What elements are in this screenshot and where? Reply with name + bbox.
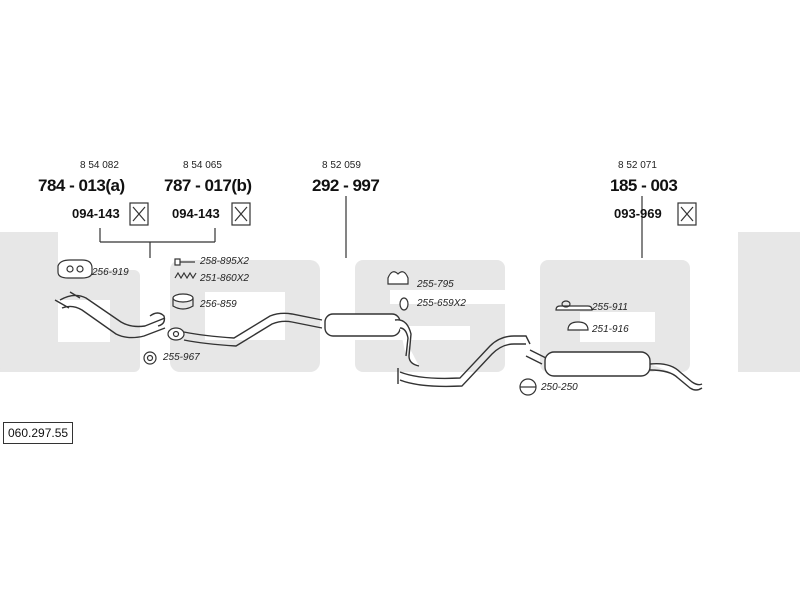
bracket-icon-1 <box>129 202 149 226</box>
part-label[interactable]: 255-967 <box>163 352 200 363</box>
sub-part-number[interactable]: 094-143 <box>72 206 120 221</box>
spring-251-860 <box>174 271 197 280</box>
part-label[interactable]: 258-895X2 <box>200 256 249 267</box>
part-label[interactable]: 251-916 <box>592 324 629 335</box>
gasket-256-919 <box>57 259 93 279</box>
part-label[interactable]: 256-919 <box>92 267 129 278</box>
bracket-icon-2 <box>231 202 251 226</box>
part-label[interactable]: 256-859 <box>200 299 237 310</box>
part-label[interactable]: 255-659X2 <box>417 298 466 309</box>
flange <box>167 327 185 341</box>
part-number-middle[interactable]: 292 - 997 <box>312 176 380 195</box>
part-label[interactable]: 255-795 <box>417 279 454 290</box>
rear-silencer <box>525 349 703 391</box>
diagram-code: 060.297.55 <box>3 422 74 444</box>
part-label[interactable]: 255-911 <box>592 302 628 313</box>
clamp-250-250 <box>519 378 537 396</box>
bracket-icon-3 <box>677 202 697 226</box>
part-label[interactable]: 250-250 <box>541 382 578 393</box>
part-number-rear[interactable]: 185 - 003 <box>610 176 678 195</box>
sub-part-number[interactable]: 094-143 <box>172 206 220 221</box>
centre-silencer <box>324 313 420 367</box>
middle-pipe <box>183 312 323 347</box>
ref-number: 8 52 059 <box>322 160 361 171</box>
mount-255-911 <box>555 300 593 311</box>
ref-number: 8 54 082 <box>80 160 119 171</box>
part-number-front[interactable]: 784 - 013(a) <box>38 176 125 195</box>
part-label[interactable]: 251-860X2 <box>200 273 249 284</box>
ref-number: 8 54 065 <box>183 160 222 171</box>
ring-255-659 <box>399 297 409 311</box>
mount-255-795 <box>387 271 409 285</box>
ring-255-967 <box>143 351 157 365</box>
ref-number: 8 52 071 <box>618 160 657 171</box>
clamp-251-916 <box>567 321 589 331</box>
part-number-front-b[interactable]: 787 - 017(b) <box>164 176 252 195</box>
ring-256-859 <box>172 293 194 310</box>
sub-part-number[interactable]: 093-969 <box>614 206 662 221</box>
front-downpipe <box>54 291 166 339</box>
rear-middle-pipe <box>397 335 531 388</box>
bolt-258-895 <box>174 258 195 266</box>
